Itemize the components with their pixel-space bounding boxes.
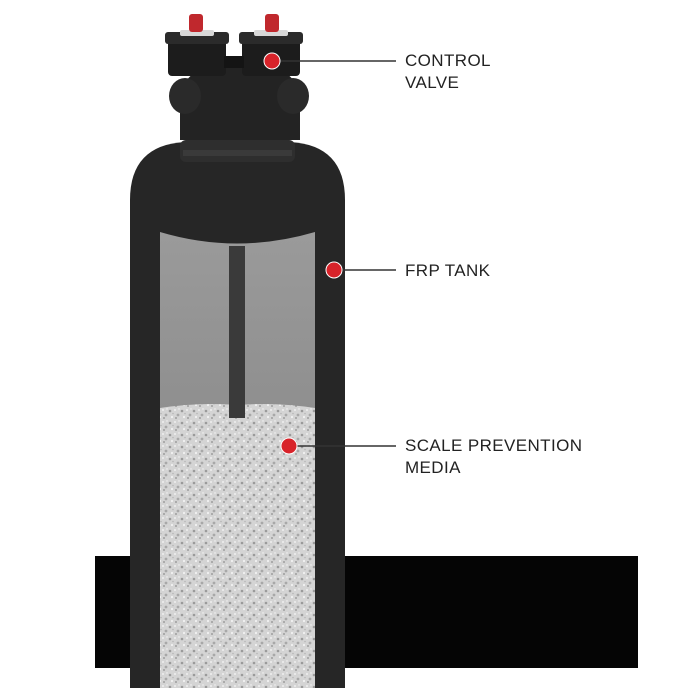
- left-port-ring: [180, 30, 214, 36]
- right-port-ring: [254, 30, 288, 36]
- left-port-tip: [189, 14, 203, 32]
- scale-media-label-line1: SCALE PREVENTION: [405, 436, 583, 455]
- control-valve-label-line1: CONTROL: [405, 51, 491, 70]
- control-valve-left-boss: [169, 78, 201, 114]
- scale-media-marker-icon: [280, 437, 298, 455]
- right-port-tip: [265, 14, 279, 32]
- control-valve-label-line2: VALVE: [405, 73, 460, 92]
- frp-tank-label-line1: FRP TANK: [405, 261, 491, 280]
- scale-prevention-media: [160, 404, 315, 688]
- control-valve-body: [180, 66, 300, 140]
- frp-tank-marker-icon: [325, 261, 343, 279]
- control-valve-right-boss: [277, 78, 309, 114]
- left-port-body: [168, 40, 226, 76]
- scale-media-label: SCALE PREVENTION MEDIA: [405, 435, 582, 479]
- scale-media-label-line2: MEDIA: [405, 458, 461, 477]
- tank-collar-ring: [183, 150, 292, 156]
- frp-tank-label: FRP TANK: [405, 260, 490, 282]
- distributor-tube: [229, 246, 245, 418]
- control-valve-label: CONTROL VALVE: [405, 50, 491, 94]
- control-valve-marker-icon: [263, 52, 281, 70]
- port-bridge: [224, 56, 244, 68]
